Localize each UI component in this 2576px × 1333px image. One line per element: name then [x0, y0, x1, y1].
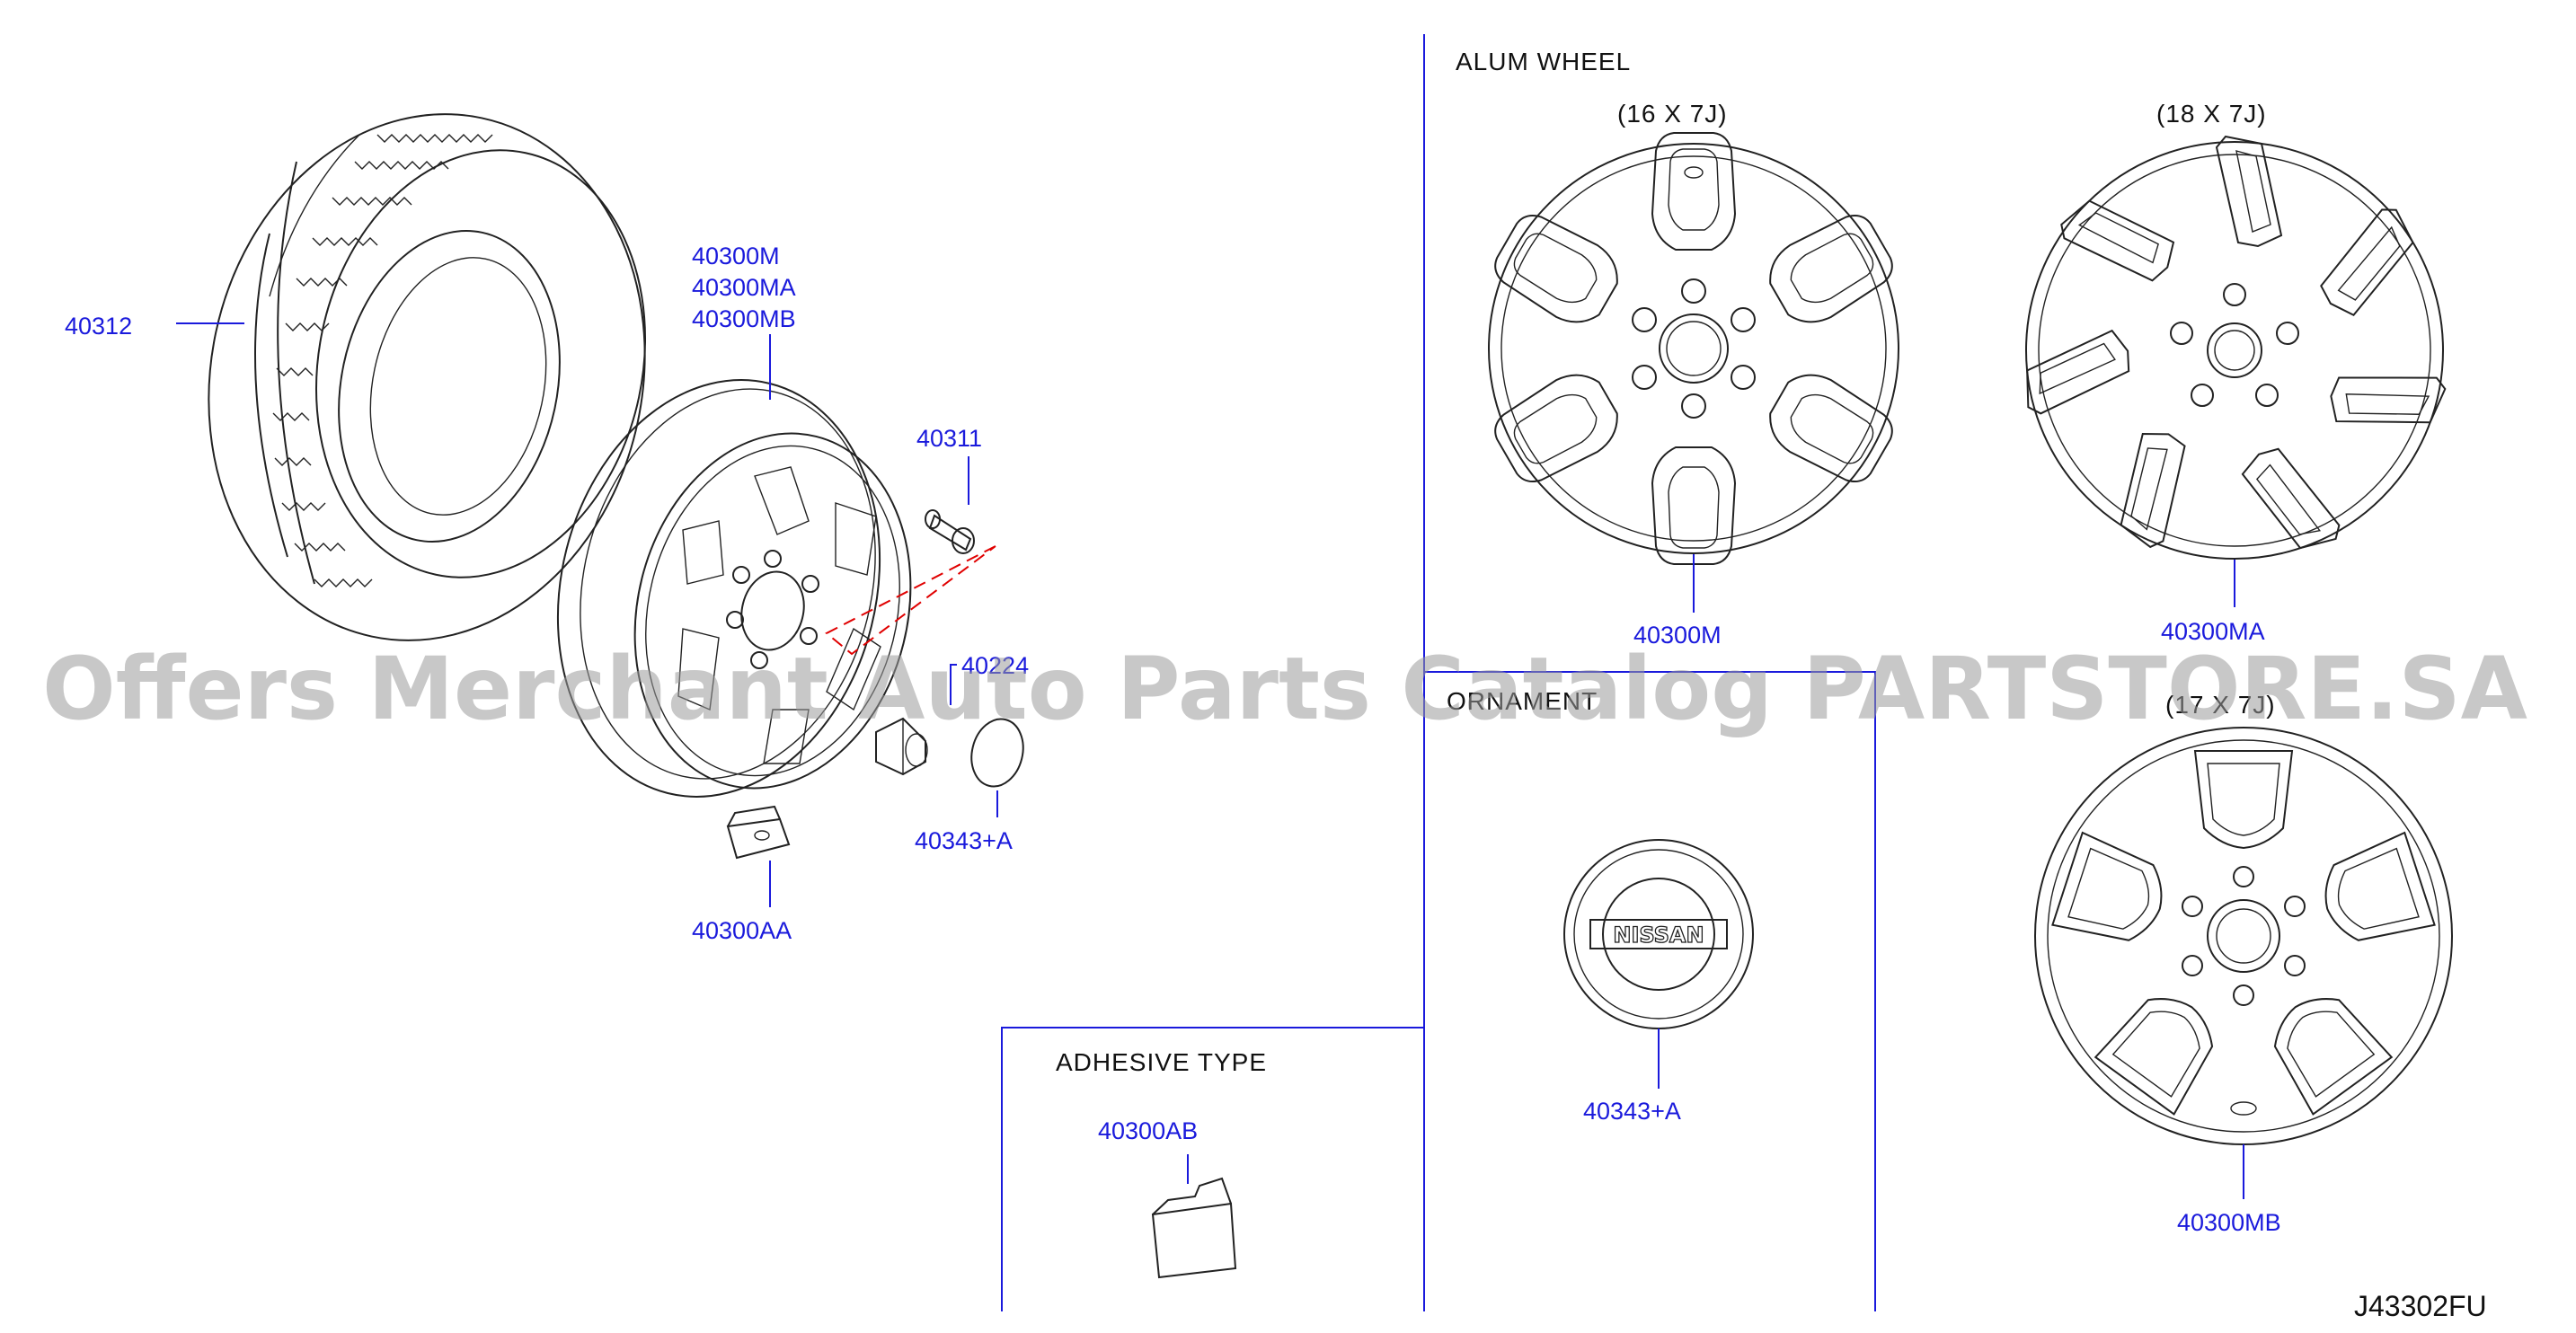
- exploded-wheel-drawing: [556, 379, 912, 798]
- section-heading-ornament: ORNAMENT: [1447, 687, 1598, 715]
- assembly-lines: [825, 545, 996, 656]
- part-number-40300mb-group[interactable]: 40300MB: [692, 305, 796, 332]
- nut-drawing: [875, 717, 928, 776]
- ornament-logo-text: NISSAN: [1613, 923, 1704, 948]
- wheel-18-drawing: [2014, 136, 2448, 564]
- part-number-40343a-ornament[interactable]: 40343+A: [1583, 1098, 1681, 1125]
- ornament-drawing: NISSAN: [1563, 839, 1754, 1029]
- part-number-40300mb-wheel[interactable]: 40300MB: [2177, 1209, 2281, 1236]
- cap-drawing: [970, 718, 1024, 788]
- part-number-40311[interactable]: 40311: [916, 425, 982, 452]
- wheel-17-drawing: [2034, 727, 2453, 1145]
- part-number-40300ma-group[interactable]: 40300MA: [692, 274, 796, 301]
- part-number-40224[interactable]: 40224: [961, 652, 1029, 679]
- part-number-40300ma-wheel[interactable]: 40300MA: [2161, 618, 2265, 645]
- section-heading-adhesive-type: ADHESIVE TYPE: [1056, 1048, 1267, 1076]
- valve-drawing: [925, 509, 975, 554]
- section-frames: [1001, 34, 1876, 1311]
- wheel-size-16: (16 X 7J): [1617, 100, 1728, 128]
- part-number-40300ab[interactable]: 40300AB: [1098, 1117, 1198, 1144]
- reference-code: J43302FU: [2354, 1290, 2487, 1322]
- wheel-size-18: (18 X 7J): [2156, 100, 2267, 128]
- part-number-40312[interactable]: 40312: [65, 313, 132, 340]
- leader-lines: [176, 322, 2244, 1199]
- adhesive-weight-drawing: [1151, 1177, 1237, 1279]
- watermark: Offers Merchant Auto Parts Catalog PARTS…: [42, 639, 2527, 739]
- part-number-40300m-wheel[interactable]: 40300M: [1633, 622, 1722, 649]
- tire-drawing: [208, 113, 647, 641]
- clip-weight-drawing: [726, 805, 791, 860]
- section-heading-alum-wheel: ALUM WHEEL: [1456, 48, 1631, 75]
- wheel-16-drawing: [1485, 132, 1902, 565]
- part-number-40300m-group[interactable]: 40300M: [692, 243, 780, 269]
- part-number-40300aa[interactable]: 40300AA: [692, 917, 792, 944]
- wheel-size-17: (17 X 7J): [2165, 691, 2276, 719]
- part-number-40343a-left[interactable]: 40343+A: [915, 827, 1013, 854]
